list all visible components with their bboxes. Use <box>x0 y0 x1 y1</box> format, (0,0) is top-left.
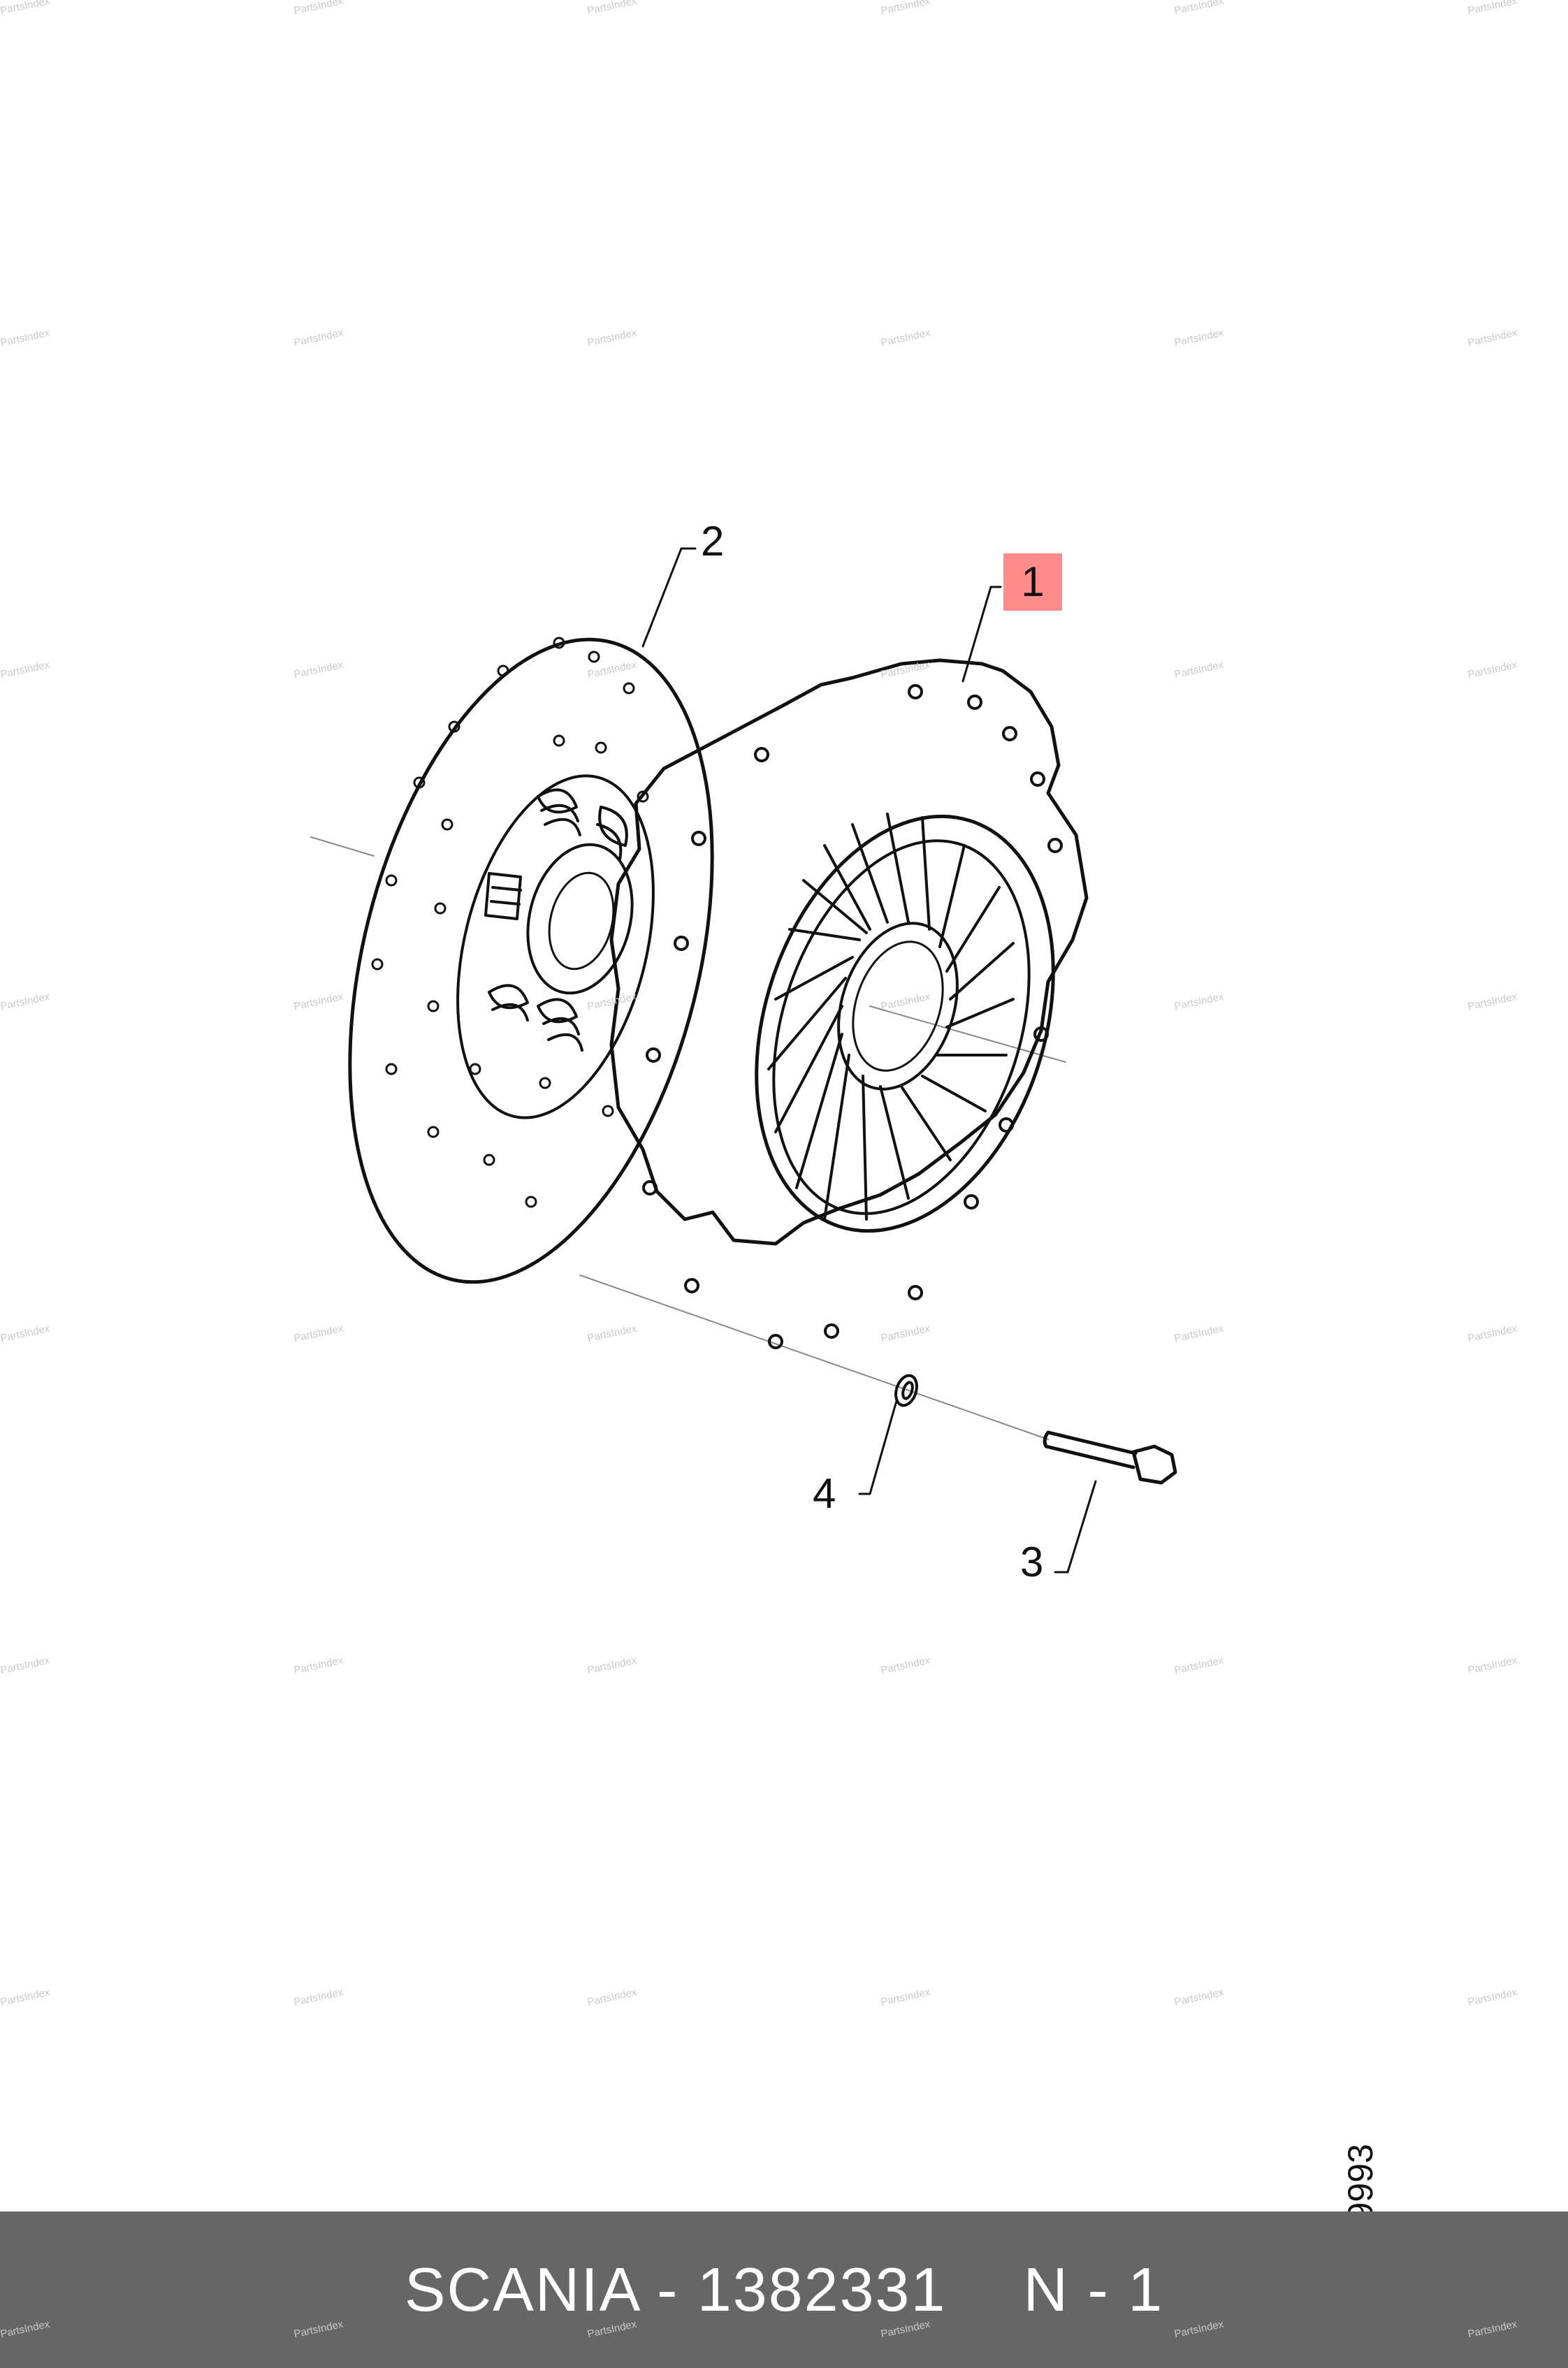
brand-part-number: SCANIA - 1382331 <box>404 2255 947 2324</box>
footer-bar: SCANIA - 1382331 N - 1 <box>0 2211 1568 2368</box>
pressure-plate <box>609 658 1089 1349</box>
bolt <box>1043 1430 1177 1485</box>
clutch-disc <box>348 637 714 1284</box>
callout-1[interactable]: 1 <box>1003 553 1062 611</box>
lock-washer <box>894 1374 918 1407</box>
leader-lines <box>641 547 1097 1574</box>
callout-4[interactable]: 4 <box>813 1470 836 1517</box>
callout-2[interactable]: 2 <box>701 518 725 565</box>
diaphragm-fingers <box>767 813 1015 1221</box>
exploded-clutch-diagram <box>310 547 1177 1574</box>
flange-holes <box>642 684 1063 1349</box>
rivet-holes <box>371 637 649 1208</box>
callout-3[interactable]: 3 <box>1020 1539 1044 1585</box>
damper-springs <box>484 788 628 1052</box>
quantity-label: N - 1 <box>1023 2255 1164 2324</box>
axis-lines <box>310 836 1066 1440</box>
